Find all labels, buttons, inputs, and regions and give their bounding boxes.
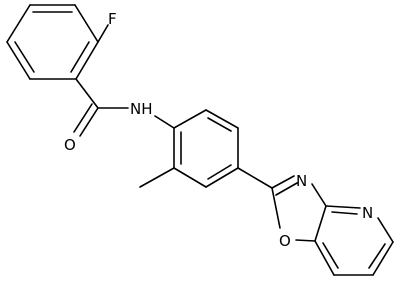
- bond: [377, 217, 394, 243]
- bond: [237, 167, 273, 189]
- fluorophenyl-ring: [6, 4, 99, 80]
- oxazole-oxygen-label: O: [279, 232, 291, 250]
- bond: [205, 109, 239, 129]
- pyridine-ring: [314, 205, 394, 276]
- bond: [75, 41, 99, 80]
- methyl-bond: [139, 167, 175, 188]
- amide-oxygen-label: O: [64, 136, 76, 154]
- tolyl-ring: [173, 109, 239, 188]
- bond: [295, 239, 316, 242]
- double-bond: [207, 164, 232, 180]
- bond-c-f: [97, 24, 109, 43]
- double-bond: [70, 41, 90, 73]
- bond: [372, 241, 394, 276]
- double-bond: [14, 41, 35, 73]
- oxazole-ring: [271, 175, 327, 242]
- double-bond-c-o: [73, 103, 93, 133]
- bond: [173, 167, 207, 188]
- pyridine-nitrogen-label: N: [362, 204, 373, 222]
- bond: [75, 78, 99, 109]
- double-bond: [322, 242, 339, 269]
- amide-nh-label: NH: [130, 100, 153, 118]
- bond: [74, 4, 99, 43]
- double-bond-c-n: [275, 182, 298, 196]
- bond: [311, 183, 327, 207]
- bond: [314, 240, 335, 276]
- bond: [6, 4, 31, 43]
- double-bond-c-o: [79, 107, 99, 137]
- bond: [314, 205, 327, 242]
- bond: [173, 109, 207, 129]
- bond: [205, 167, 239, 188]
- bond-n-aryl: [154, 115, 175, 129]
- double-bond: [331, 211, 358, 215]
- double-bond-c-n: [271, 175, 295, 189]
- bond: [271, 187, 281, 229]
- double-bond: [207, 117, 232, 132]
- double-bond: [368, 243, 386, 269]
- oxazole-nitrogen-label: N: [296, 172, 307, 190]
- fluorine-label: F: [108, 10, 117, 28]
- bond: [6, 41, 31, 80]
- bond: [325, 205, 361, 209]
